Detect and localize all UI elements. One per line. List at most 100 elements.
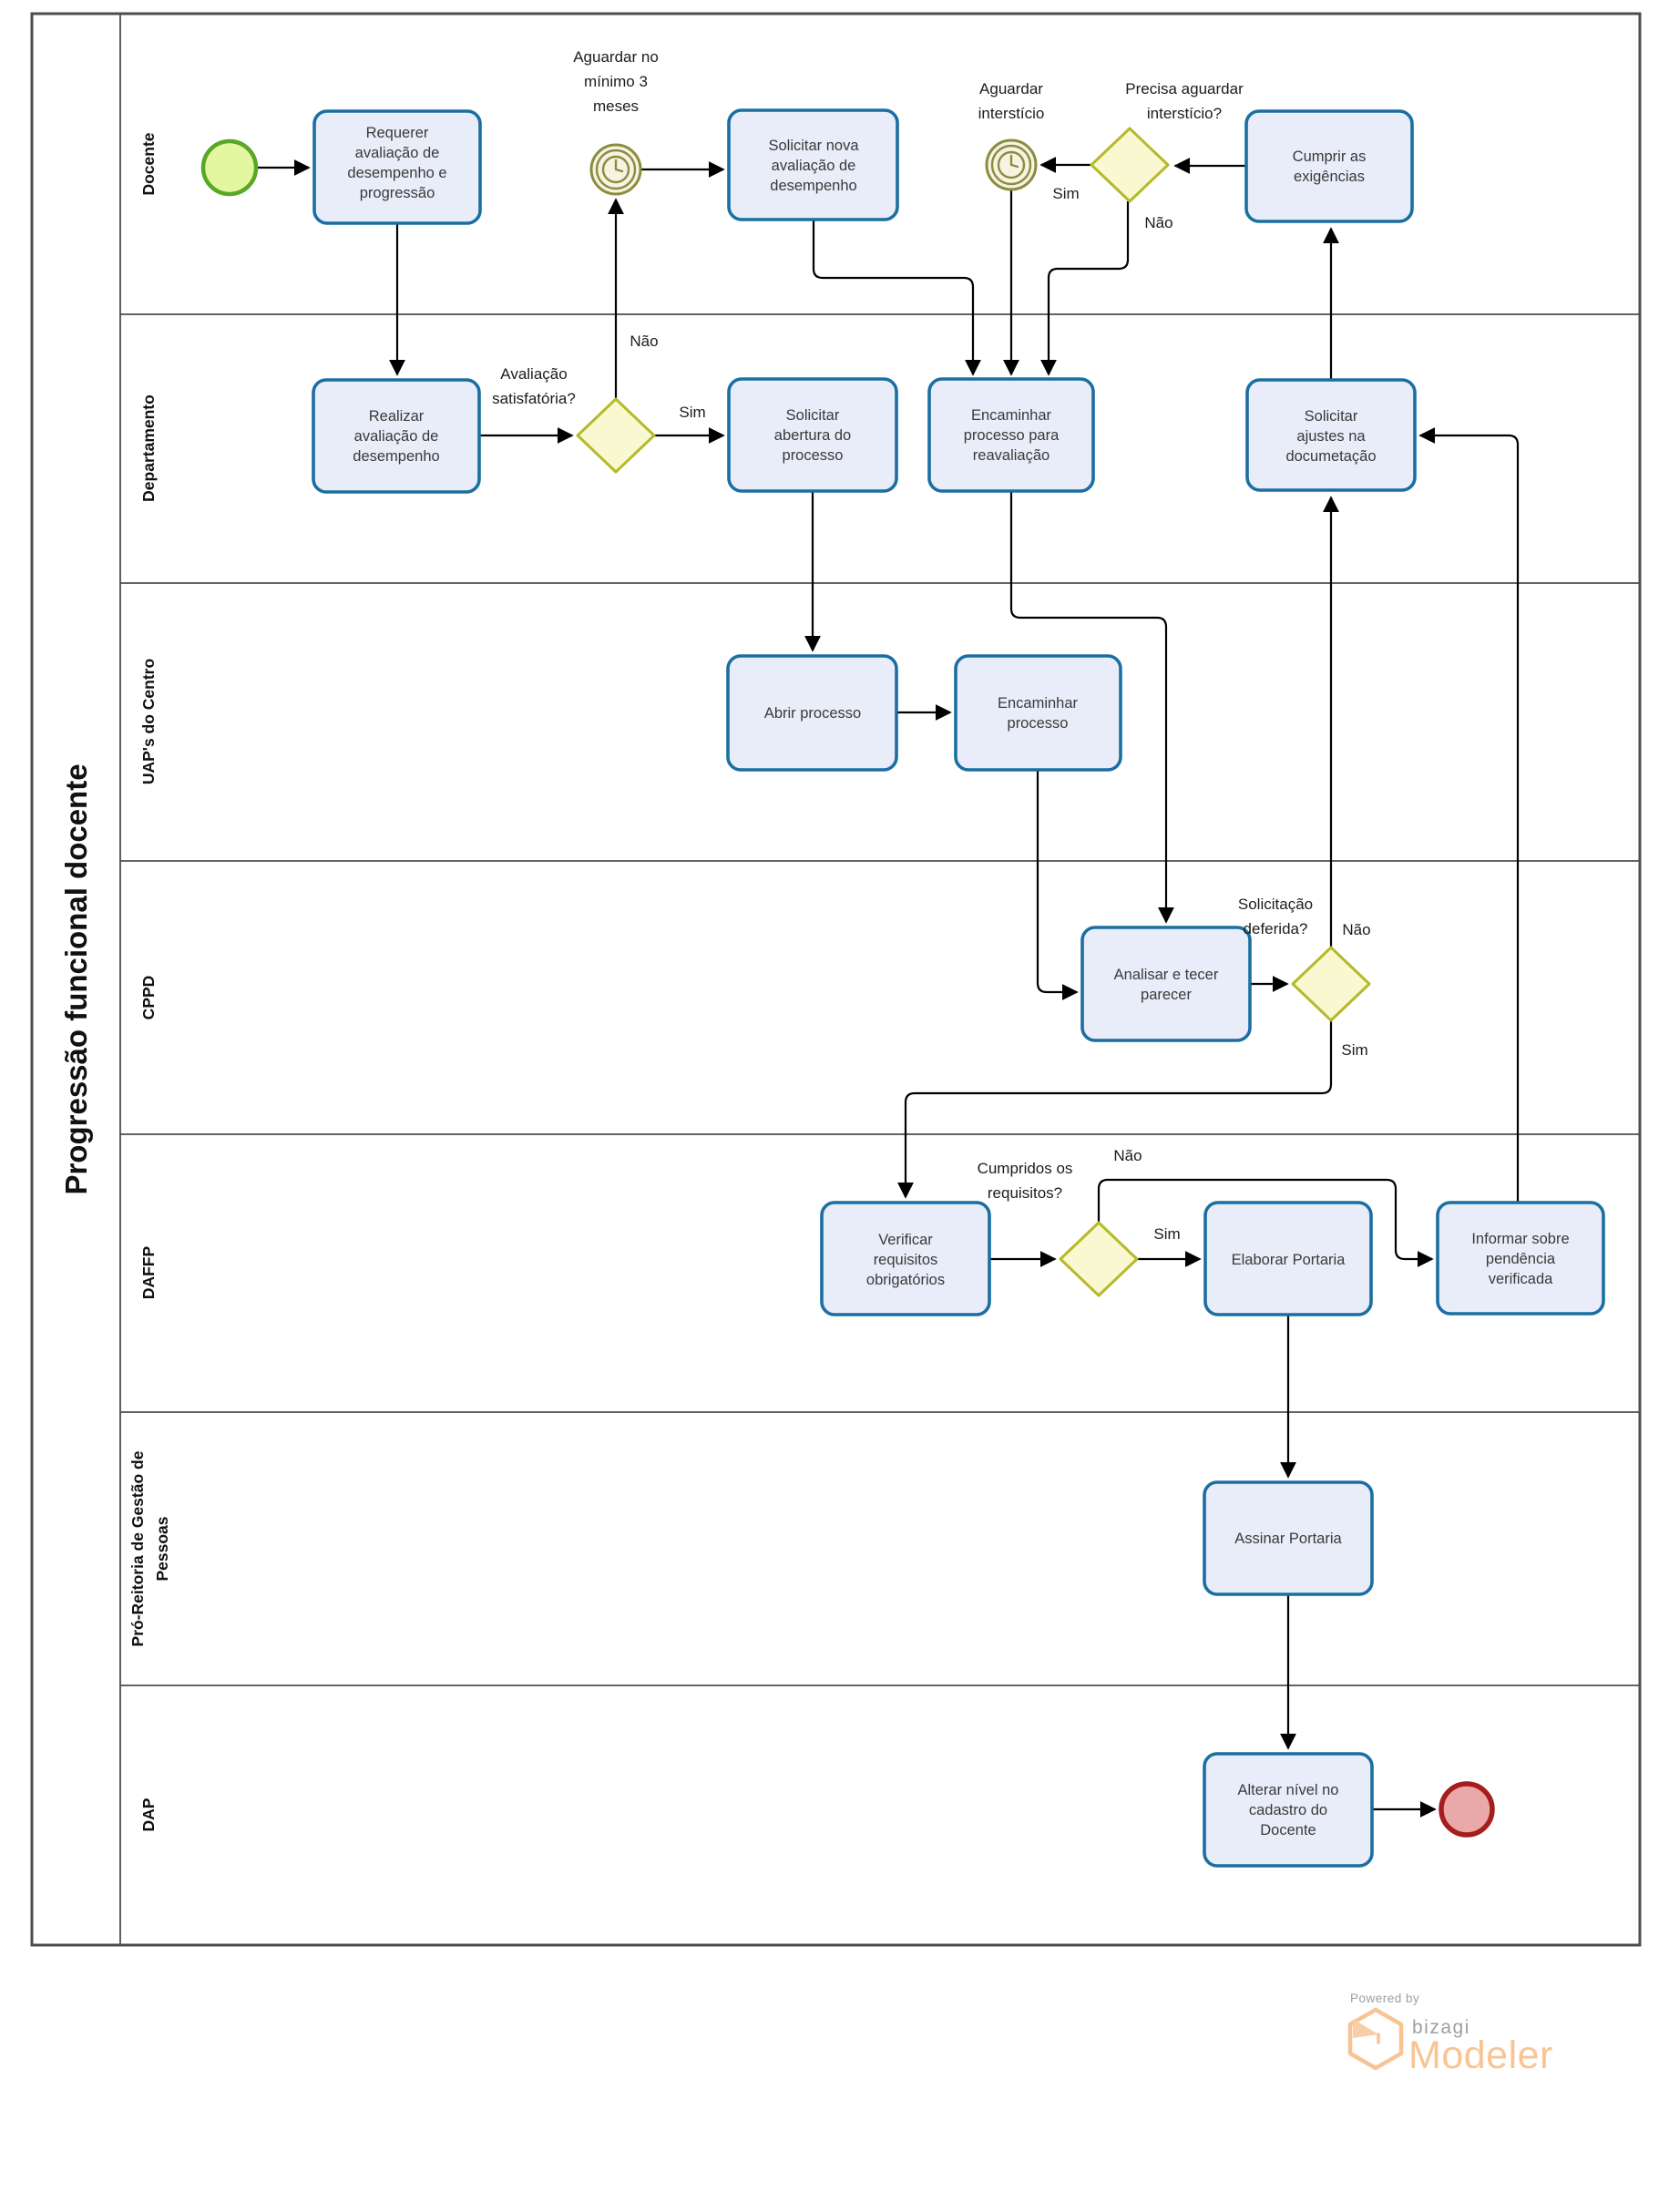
task-text: Informar sobre [1471,1231,1569,1247]
bizagi-brand-text: bizagi [1412,2017,1470,2038]
task-verificar-requisitos: Verificar requisitos obrigatórios [820,1201,991,1316]
task-text: cadastro do [1249,1802,1327,1818]
task-text: Encaminhar [971,407,1052,424]
label-sim: Sim [679,404,705,421]
timer-label: meses [593,97,639,115]
task-text: documetação [1285,448,1376,465]
task-text: processo [783,447,844,464]
gateway-cumpridos-requisitos-diamond[interactable] [1059,1221,1139,1297]
task-text: exigências [1294,169,1365,185]
task-text: Abrir processo [764,705,861,722]
task-analisar-parecer-box[interactable] [1080,926,1252,1042]
task-text: desempenho [353,448,439,465]
flow-encaminhar-to-analisar [1036,770,1079,1001]
task-encaminhar-reavaliacao-box[interactable] [927,377,1095,493]
gateway-label: Precisa aguardar [1125,80,1244,97]
task-text: avaliação de [355,145,440,161]
lane-label-uaps: UAP's do Centro [139,659,158,784]
label-nao: Não [630,333,658,350]
task-alterar-nivel-box[interactable] [1203,1752,1374,1868]
task-solicitar-ajustes-box[interactable] [1245,378,1417,492]
flow-solicitar-nova-to-reavaliacao [812,220,982,376]
gateway-label: Solicitação [1238,896,1313,913]
task-informar-pendencia-box[interactable] [1436,1201,1605,1316]
label-nao: Não [1113,1147,1142,1164]
sequence-flows [256,156,1520,1818]
task-solicitar-nova-avaliacao-box[interactable] [727,108,899,221]
task-text: verificada [1489,1271,1553,1287]
task-solicitar-abertura: Solicitar abertura do processo [727,377,898,493]
label-sim: Sim [1052,185,1079,202]
task-text: Elaborar Portaria [1232,1252,1346,1268]
task-text: Requerer [366,125,429,141]
gateway-precisa-aguardar: Precisa aguardar interstício? [1090,80,1244,203]
gateway-label: Cumpridos os [978,1160,1073,1177]
task-requerer-avaliacao-box[interactable] [312,109,482,225]
label-sim: Sim [1341,1041,1367,1059]
end-event[interactable] [1439,1781,1495,1838]
start-event-circle[interactable] [200,138,259,197]
timer-label: interstício [978,105,1045,122]
lane-label-docente: Docente [139,132,158,195]
lane-label-proreitoria: Pró-Reitoria de Gestão de [128,1450,147,1646]
gateway-label: interstício? [1147,105,1222,122]
task-abrir-processo: Abrir processo [726,654,898,772]
lane-label-dap: DAP [139,1797,158,1831]
pool-border [30,12,1642,1947]
task-text: parecer [1141,987,1192,1003]
task-text: avaliação de [354,428,439,445]
task-assinar-portaria: Assinar Portaria [1203,1480,1374,1596]
start-event[interactable] [200,138,259,197]
task-abrir-processo-box[interactable] [726,654,898,772]
task-solicitar-ajustes: Solicitar ajustes na documetação [1245,378,1417,492]
task-text: Realizar [369,408,425,425]
lane-label-daffp: DAFFP [139,1246,158,1300]
task-text: abertura do [774,427,851,444]
bizagi-logo-icon [1347,2007,1404,2071]
task-text: progressão [360,185,435,201]
timer-event-aguardar-minimo[interactable]: Aguardar no mínimo 3 meses [573,48,659,196]
task-verificar-requisitos-box[interactable] [820,1201,991,1316]
task-text: avaliação de [772,158,856,174]
task-requerer-avaliacao: Requerer avaliação de desempenho e progr… [312,109,482,225]
gateway-label: Avaliação [500,365,567,383]
timer-event-aguardar-intersticio[interactable]: Aguardar interstício [978,80,1045,191]
flow-gw-precisa-nao-to-reavaliacao [1039,201,1130,376]
gateway-cumpridos-requisitos: Cumpridos os requisitos? [978,1160,1139,1297]
task-text: desempenho [770,178,856,194]
flow-gw-deferida-sim-to-verificar [896,1020,1333,1199]
task-text: processo para [964,427,1060,444]
task-text: Analisar e tecer [1114,967,1219,983]
bizagi-logo-fold [1353,2019,1378,2038]
task-text: processo [1008,715,1069,732]
task-informar-pendencia: Informar sobre pendência verificada [1436,1201,1605,1316]
label-sim: Sim [1153,1225,1180,1243]
task-text: Docente [1260,1822,1316,1838]
gateway-avaliacao-satisfatoria-diamond[interactable] [576,397,656,474]
task-cumprir-exigencias: Cumprir as exigências [1244,109,1414,223]
task-text: desempenho e [347,165,446,181]
task-elaborar-portaria-box[interactable] [1203,1201,1373,1316]
task-text: obrigatórios [866,1272,945,1288]
gateway-solicitacao-deferida-diamond[interactable] [1291,946,1371,1022]
pool-title: Progressão funcional docente [59,763,93,1194]
task-text: Cumprir as [1293,148,1367,165]
task-text: Solicitar [786,407,840,424]
label-nao: Não [1144,214,1172,231]
task-text: reavaliação [973,447,1050,464]
label-nao: Não [1342,921,1370,938]
task-encaminhar-reavaliacao: Encaminhar processo para reavaliação [927,377,1095,493]
task-solicitar-abertura-box[interactable] [727,377,898,493]
end-event-circle[interactable] [1439,1781,1495,1838]
timer-label: Aguardar [979,80,1043,97]
task-text: Assinar Portaria [1234,1531,1342,1547]
flow-gw-cumpridos-nao-to-informar [1097,1178,1434,1268]
task-assinar-portaria-box[interactable] [1203,1480,1374,1596]
task-realizar-avaliacao-box[interactable] [312,378,481,494]
task-text: requisitos [874,1252,938,1268]
task-text: Alterar nível no [1238,1782,1339,1798]
flow-informar-to-ajustes [1418,426,1520,1203]
task-encaminhar-processo-box[interactable] [954,654,1122,772]
gateway-precisa-aguardar-diamond[interactable] [1090,127,1170,203]
task-cumprir-exigencias-box[interactable] [1244,109,1414,223]
